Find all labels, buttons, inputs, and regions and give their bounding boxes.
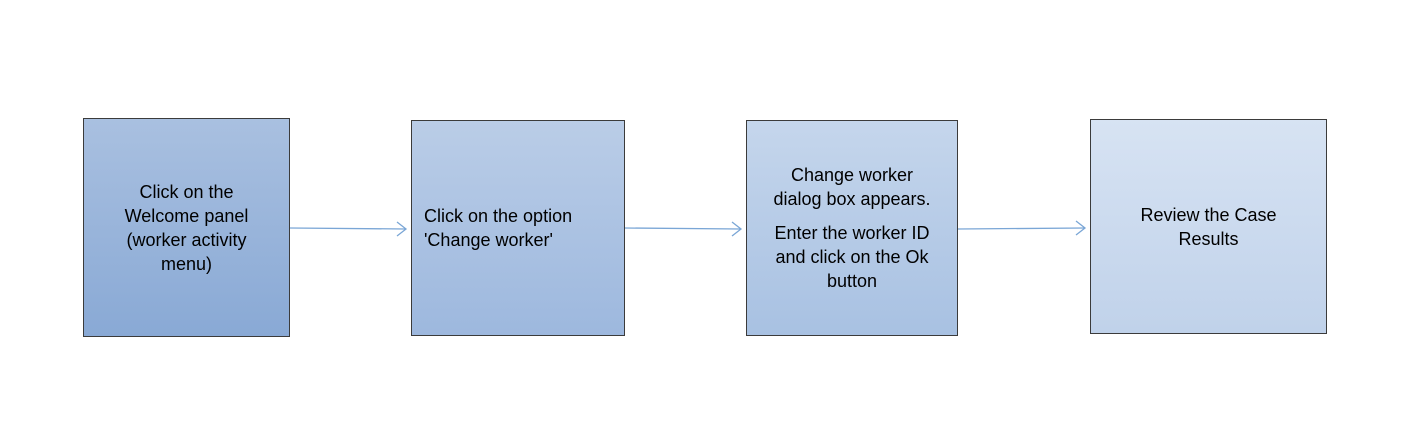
step-box-change-worker-option: Click on the option 'Change worker': [411, 120, 625, 336]
step-text: Change worker dialog box appears.: [773, 165, 931, 209]
step-box-welcome-panel: Click on the Welcome panel (worker activ…: [83, 118, 290, 337]
step-text-secondary: Enter the worker ID and click on the Ok …: [774, 223, 930, 291]
step-box-review-results: Review the Case Results: [1090, 119, 1327, 334]
step-text: Click on the option 'Change worker': [424, 206, 573, 250]
step-text: Click on the Welcome panel (worker activ…: [124, 181, 249, 274]
step-text: Review the Case Results: [1140, 204, 1277, 249]
step-box-change-worker-dialog: Change worker dialog box appears. Enter …: [746, 120, 958, 336]
arrow-icon: [624, 221, 743, 237]
arrow-icon: [289, 221, 408, 237]
arrow-icon: [957, 220, 1087, 236]
